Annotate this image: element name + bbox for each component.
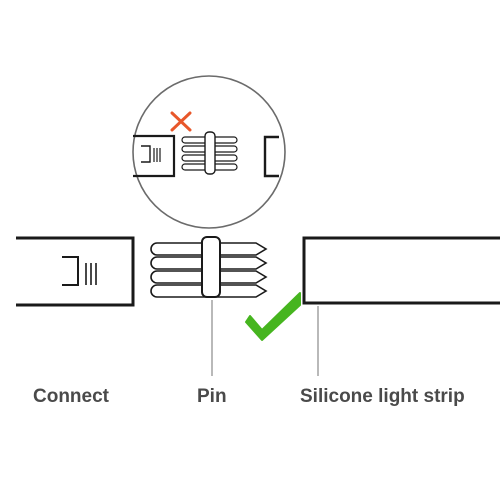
check-mark-icon [245,292,301,341]
connect-label: Connect [33,386,109,407]
silicone-light-strip-label: Silicone light strip [300,386,465,407]
inset-strip-edge [263,135,279,178]
pin-label: Pin [197,386,227,407]
connector [16,236,135,307]
x-mark-icon [170,111,192,132]
inset-pin [181,131,238,175]
inset-connector [133,134,176,178]
pin [150,236,268,298]
light-strip [302,236,500,305]
zoom-inset [132,75,286,229]
pin-collar [201,236,221,298]
